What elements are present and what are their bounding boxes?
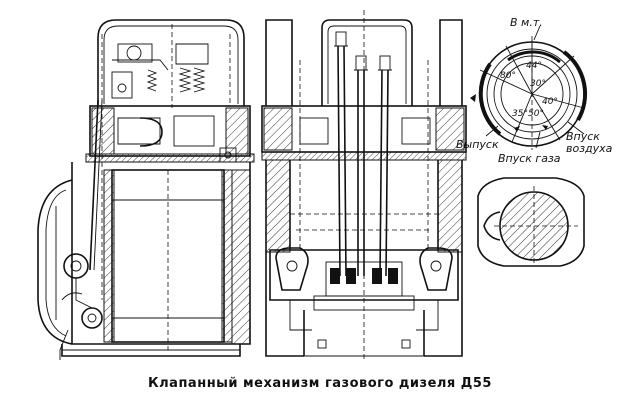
longitudinal-section — [37, 19, 255, 360]
exhaust-label: Выпуск — [456, 138, 499, 151]
gas-inlet-label: Впуск газа — [498, 152, 561, 165]
angle-50: 50° — [528, 109, 544, 119]
air-inlet-label-2: воздуха — [566, 142, 613, 155]
angle-30: 30° — [530, 79, 546, 89]
cross-section — [261, 10, 467, 360]
angle-44: 44° — [526, 61, 542, 71]
valve-timing-diagram: В м.т. 80° 44° 30° 35° 50° 40° Выпуск Вп… — [456, 16, 613, 165]
angle-80: 80° — [500, 71, 516, 81]
tdc-label: В м.т. — [510, 16, 543, 29]
angle-35: 35° — [512, 109, 528, 119]
cam-profile — [477, 177, 585, 267]
figure-caption: Клапанный механизм газового дизеля Д55 — [148, 376, 492, 391]
air-inlet-label-1: Впуск — [566, 130, 600, 143]
angle-40: 40° — [542, 97, 558, 107]
